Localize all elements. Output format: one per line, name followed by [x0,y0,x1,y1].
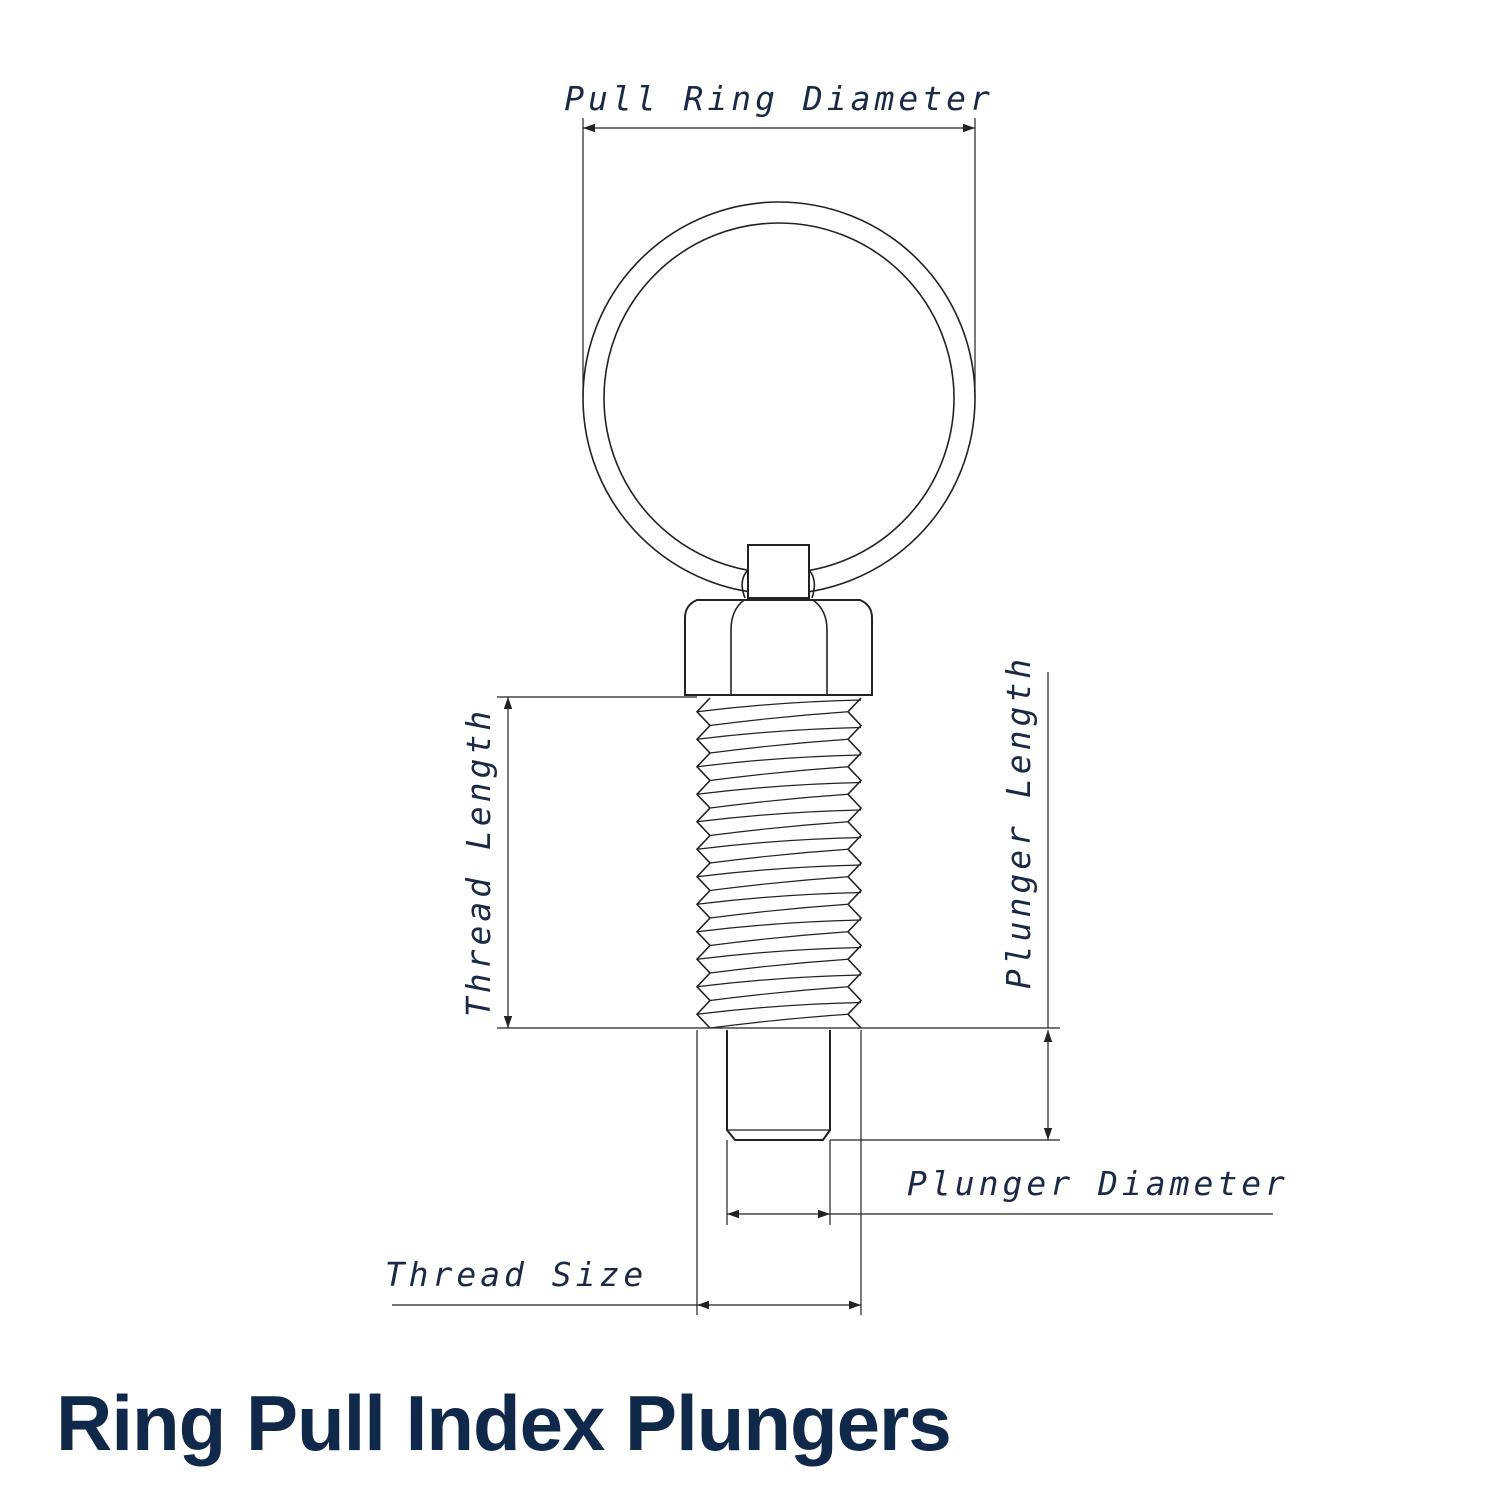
thread-crest-line [696,919,862,933]
thread-size-dimension: Thread Size [385,1030,862,1315]
thread-root-line [709,958,849,974]
thread-crest-line [696,699,862,713]
threaded-body [695,697,863,1029]
thread-root-line [709,876,849,892]
thread-crest-line [696,974,862,988]
thread-crest-line [696,781,862,795]
thread-crest-line [696,946,862,960]
plunger-diameter-dimension: Plunger Diameter [726,1140,1289,1225]
page-title: Ring Pull Index Plungers [56,1379,952,1467]
thread-root-line [709,848,849,864]
thread-crest-line [696,836,862,850]
thread-root-line [709,986,849,1002]
thread-root-line [709,738,849,754]
thread-length-label: Thread Length [459,707,498,1017]
plunger-pin [726,1030,831,1141]
thread-root-line [709,766,849,782]
pull-ring [582,201,976,595]
thread-root-line [709,1013,849,1029]
plunger-length-label: Plunger Length [999,655,1038,989]
pull-ring-diameter-dimension: Pull Ring Diameter [564,79,994,398]
thread-crest-line [696,809,862,823]
thread-crest-line [696,1001,862,1015]
thread-root-line [709,931,849,947]
plunger-length-dimension: Plunger Length [830,655,1060,1141]
plunger-diameter-label: Plunger Diameter [907,1164,1289,1203]
thread-root-line [709,793,849,809]
thread-crest-line [696,864,862,878]
pull-ring-diameter-label: Pull Ring Diameter [564,79,994,118]
thread-crest-line [696,891,862,905]
thread-crest-line [696,726,862,740]
thread-crest-line [696,754,862,768]
thread-root-line [709,711,849,727]
thread-length-dimension: Thread Length [459,696,1060,1029]
hex-head [684,599,873,696]
ring-collar [741,544,816,599]
thread-root-line [709,821,849,837]
thread-size-label: Thread Size [385,1255,648,1294]
thread-root-line [709,903,849,919]
